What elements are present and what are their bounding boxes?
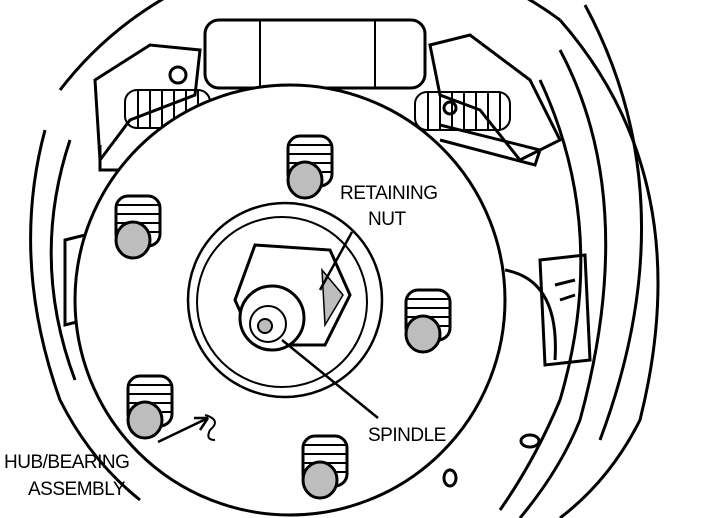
wheel-stud — [126, 374, 174, 440]
wheel-cylinder — [203, 18, 427, 90]
drum-right-arc-inner2 — [518, 49, 608, 518]
wheel-stud — [404, 288, 452, 354]
spindle — [238, 284, 306, 352]
label-nut: NUT — [368, 209, 406, 230]
wheel-stud — [286, 134, 334, 200]
curved-tab — [504, 268, 557, 361]
hub-bearing-arrow — [157, 416, 209, 444]
drum-right-arc-inner — [583, 4, 644, 441]
spindle-leader — [281, 339, 379, 419]
adjuster-bracket — [538, 253, 592, 367]
drum-outer-arc — [58, 0, 561, 91]
label-assembly: ASSEMBLY — [28, 479, 126, 500]
drum-left-arc — [29, 129, 141, 502]
wheel-stud — [301, 434, 349, 500]
hole — [442, 100, 458, 116]
spring-right — [414, 91, 511, 131]
hole — [519, 433, 541, 449]
retaining-nut-leader — [318, 231, 354, 291]
label-hub-bearing: HUB/BEARING — [4, 452, 129, 473]
wheel-stud — [114, 194, 162, 260]
drum-right-arc-inner3 — [498, 79, 583, 511]
hub-index-mark — [204, 414, 216, 441]
hub-inner-ring — [186, 201, 384, 399]
hole — [442, 468, 458, 488]
drum-left-arc-inner — [49, 139, 77, 381]
hole — [168, 65, 188, 85]
label-retaining: RETAINING — [340, 183, 438, 204]
label-spindle: SPINDLE — [368, 425, 446, 446]
nut-shaded-face — [321, 267, 344, 328]
drum-right-arc — [558, 19, 660, 518]
hub-inner-ring2 — [196, 216, 368, 388]
